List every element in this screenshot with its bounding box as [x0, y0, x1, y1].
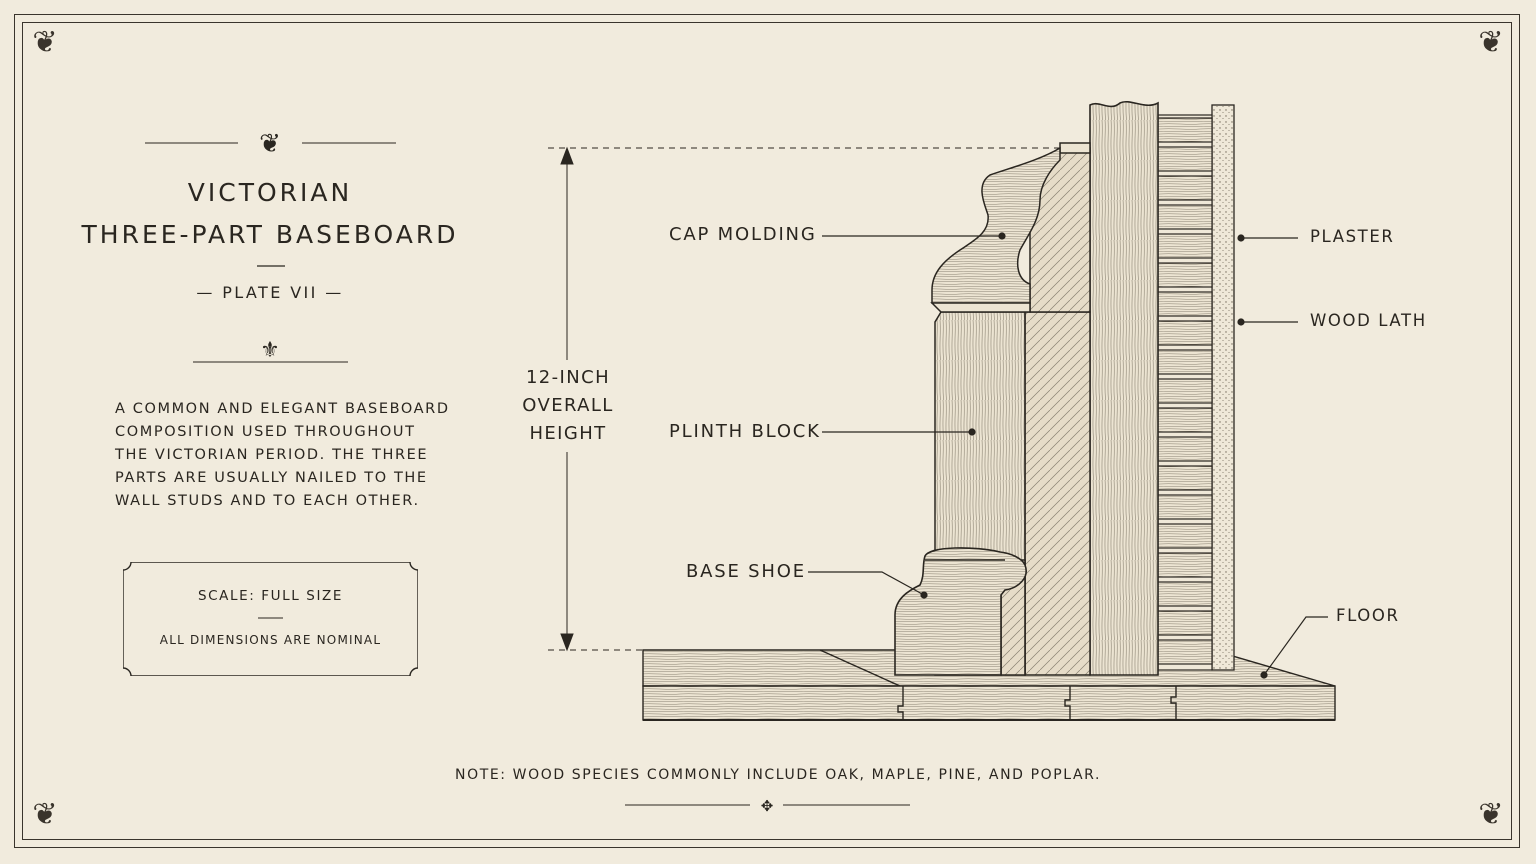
height-dimension	[548, 146, 1065, 652]
lath-strip	[1157, 291, 1213, 317]
label-plinth-block: PLINTH BLOCK	[669, 421, 821, 442]
lath-strip	[1157, 320, 1213, 346]
label-base-shoe: BASE SHOE	[686, 561, 806, 582]
lath-strip	[1157, 494, 1213, 520]
description-text: A COMMON AND ELEGANT BASEBOARD COMPOSITI…	[115, 401, 450, 509]
scale-box: SCALE: FULL SIZE ALL DIMENSIONS ARE NOMI…	[123, 562, 418, 676]
footer-note: NOTE: WOOD SPECIES COMMONLY INCLUDE OAK,…	[455, 767, 1102, 783]
lath-strip	[1157, 465, 1213, 491]
label-wood-lath: WOOD LATH	[1310, 311, 1427, 330]
inner-frame	[22, 22, 1512, 840]
fleur-divider-icon: ❦	[259, 129, 281, 159]
label-floor: FLOOR	[1336, 606, 1400, 625]
lath-strip	[1157, 117, 1213, 143]
lath-strip	[1157, 233, 1213, 259]
leader-lines	[808, 232, 1328, 679]
wood-lath	[1157, 114, 1213, 671]
cap-molding	[930, 142, 1091, 313]
lath-strip	[1157, 436, 1213, 462]
lath-strip	[1157, 204, 1213, 230]
label-cap-molding: CAP MOLDING	[669, 224, 817, 245]
lath-strip	[1157, 610, 1213, 636]
lath-strip	[1157, 262, 1213, 288]
lath-strip	[1157, 146, 1213, 172]
plate-number: — PLATE VII —	[196, 283, 344, 302]
dimensions-text: ALL DIMENSIONS ARE NOMINAL	[159, 633, 382, 647]
corner-ornament-icon: ❦	[1478, 797, 1504, 832]
lath-strip	[1157, 552, 1213, 578]
lath-strip	[1157, 378, 1213, 404]
lath-strip	[1157, 175, 1213, 201]
lath-strip	[1157, 523, 1213, 549]
corner-ornament-icon: ❦	[32, 797, 58, 832]
height-label: 12-INCH OVERALL HEIGHT	[522, 367, 614, 444]
label-plaster: PLASTER	[1310, 227, 1395, 246]
lath-strip	[1157, 639, 1213, 665]
fleur-divider-bottom-icon: ✥	[761, 797, 774, 815]
scale-text: SCALE: FULL SIZE	[197, 588, 344, 604]
base-shoe	[894, 547, 1027, 676]
corner-ornament-icon: ❦	[1478, 25, 1504, 60]
wall-stud	[1089, 101, 1159, 676]
title-line-2: THREE-PART BASEBOARD	[81, 220, 459, 249]
lath-strip	[1157, 581, 1213, 607]
plaster-layer	[1211, 104, 1235, 671]
lath-strip	[1157, 349, 1213, 375]
outer-frame	[14, 14, 1520, 848]
title-line-1: VICTORIAN	[187, 178, 353, 207]
fleur-small-icon: ⚜	[260, 338, 280, 363]
corner-ornament-icon: ❦	[32, 25, 58, 60]
lath-strip	[1157, 407, 1213, 433]
